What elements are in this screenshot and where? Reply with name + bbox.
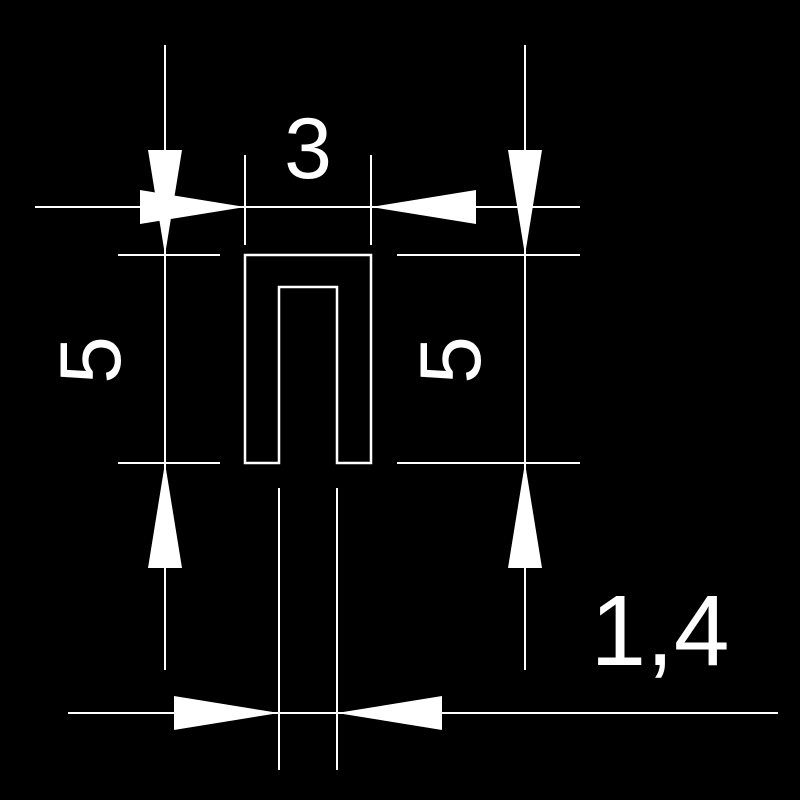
right-height-dimension-label: 5 [403, 336, 499, 384]
width-dimension-label: 3 [284, 101, 332, 197]
wall-thickness-dimension-label: 1,4 [590, 575, 729, 687]
profile-outer-outline [243, 253, 373, 465]
arrow-left-top [148, 150, 182, 255]
left-height-dimension-label: 5 [43, 336, 139, 384]
arrowheads [140, 150, 542, 730]
arrow-left-bottom [148, 463, 182, 568]
arrow-right-top [508, 150, 542, 255]
arrow-width-right [371, 190, 476, 224]
arrow-thickness-left [174, 696, 279, 730]
arrow-thickness-right [337, 696, 442, 730]
arrow-right-bottom [508, 463, 542, 568]
channel-profile [243, 253, 373, 465]
